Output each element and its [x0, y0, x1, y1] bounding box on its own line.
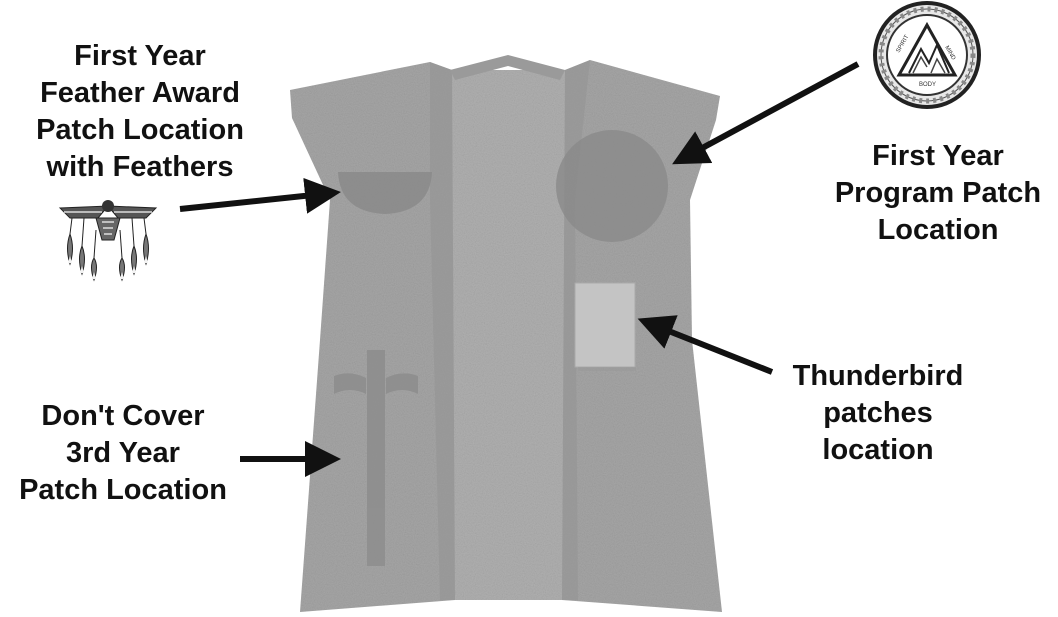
thunderbird-label-line: location [768, 432, 988, 469]
third-year-label: Don't Cover 3rd Year Patch Location [8, 398, 238, 509]
feather-award-patch-icon [60, 200, 156, 280]
feather-award-label: First Year Feather Award Patch Location … [30, 38, 250, 186]
program-patch-label-line: Location [822, 212, 1054, 249]
thunderbird-label: Thunderbird patches location [768, 358, 988, 469]
feather-award-label-line: First Year [30, 38, 250, 75]
program-patch-label-line: Program Patch [822, 175, 1054, 212]
third-year-label-line: Patch Location [8, 472, 238, 509]
program-patch-label-line: First Year [822, 138, 1054, 175]
vest-interior [448, 70, 572, 600]
feather-award-label-line: with Feathers [30, 149, 250, 186]
program-patch-emblem-icon: MIND SPIRIT BODY [875, 3, 979, 107]
feather-award-label-line: Feather Award [30, 75, 250, 112]
vest-icon [290, 55, 722, 612]
thunderbird-patch-zone [575, 283, 635, 367]
third-year-label-line: Don't Cover [8, 398, 238, 435]
program-patch-zone [556, 130, 668, 242]
third-year-label-line: 3rd Year [8, 435, 238, 472]
emblem-word-body: BODY [919, 82, 936, 88]
program-patch-label: First Year Program Patch Location [822, 138, 1054, 249]
thunderbird-label-line: patches [768, 395, 988, 432]
feather-award-label-line: Patch Location [30, 112, 250, 149]
arrow-feather-award [180, 193, 332, 209]
thunderbird-label-line: Thunderbird [768, 358, 988, 395]
